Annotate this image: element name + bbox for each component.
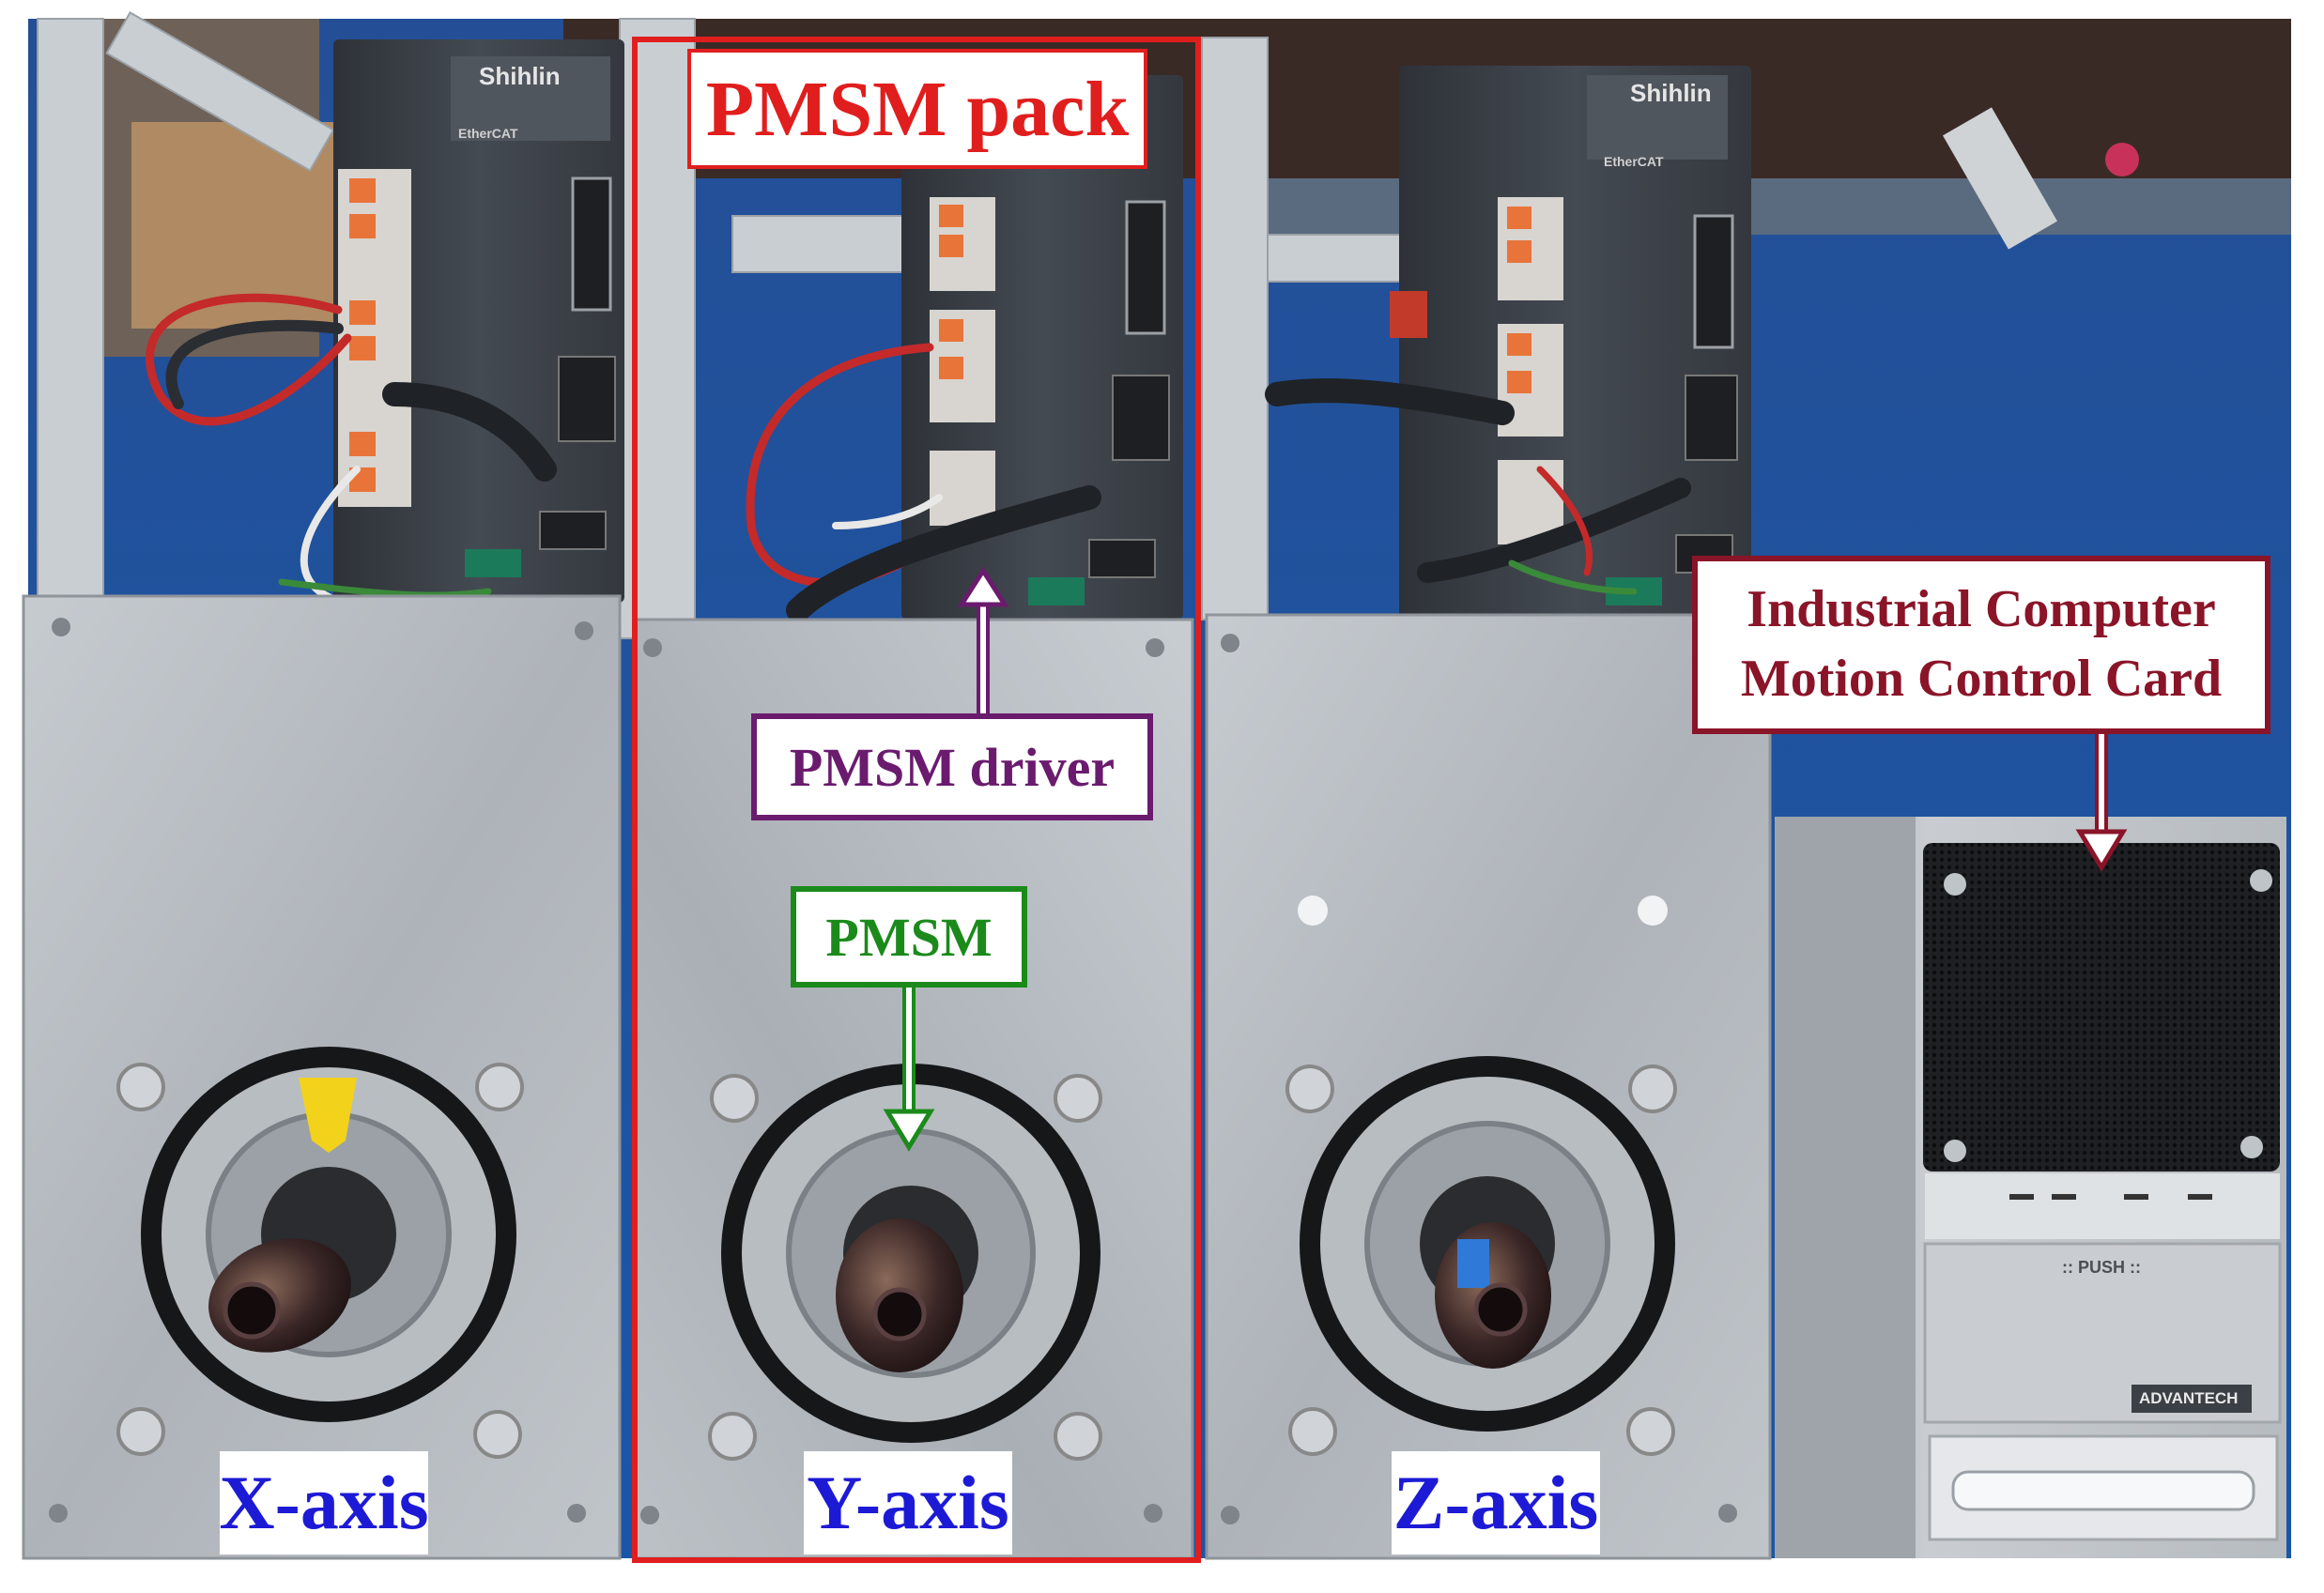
industrial-pc	[1775, 817, 2286, 1558]
maker-text: ADVANTECH	[2139, 1389, 2239, 1407]
servo-drive-z	[1390, 66, 1751, 620]
power-cables	[146, 293, 1691, 622]
servo-drive-y	[901, 75, 1183, 620]
z-axis-label: Z-axis	[1392, 1451, 1600, 1555]
brand-text-x: Shihlin	[479, 62, 561, 90]
pmsm-pack-label: PMSM pack	[687, 49, 1147, 169]
y-axis-label: Y-axis	[804, 1451, 1012, 1555]
motor-face-z	[1285, 1056, 1677, 1456]
ipc-arrow	[2075, 732, 2128, 872]
ipc-label-line2: Motion Control Card	[1740, 650, 2223, 708]
bus-text-z: EtherCAT	[1604, 154, 1664, 169]
bus-text-x: EtherCAT	[458, 126, 518, 141]
driver-arrow	[957, 566, 1009, 715]
servo-drive-x	[333, 39, 624, 603]
pc-mesh-panel	[1923, 843, 2280, 1172]
industrial-computer-label: Industrial Computer Motion Control Card	[1692, 556, 2270, 734]
pack-frame	[632, 37, 1201, 1563]
pmsm-driver-label: PMSM driver	[751, 713, 1153, 820]
x-axis-label: X-axis	[219, 1451, 429, 1555]
motor-arrow	[883, 986, 935, 1152]
motor-face-y	[708, 1064, 1102, 1461]
aluminum-frame	[37, 10, 1438, 639]
ipc-label-line1: Industrial Computer	[1747, 580, 2216, 639]
push-text: :: PUSH ::	[2062, 1258, 2141, 1277]
pmsm-label: PMSM	[791, 886, 1027, 988]
brand-text-z: Shihlin	[1630, 79, 1712, 107]
motor-face-x	[116, 1047, 524, 1459]
